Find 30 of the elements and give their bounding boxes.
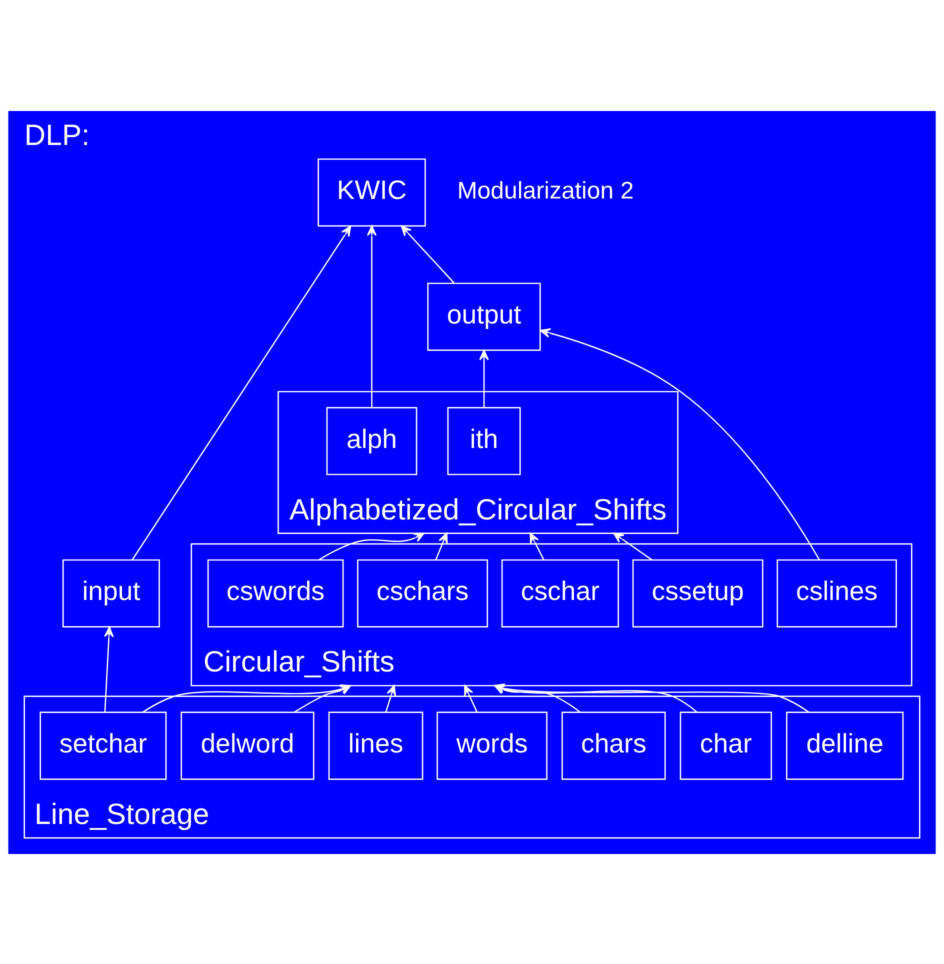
node-box: output: [427, 282, 541, 350]
node-box: setchar: [40, 711, 167, 780]
arrow: [540, 328, 820, 560]
diagram-title: DLP:: [24, 118, 90, 152]
arrow: [318, 532, 425, 560]
node-box: char: [680, 711, 772, 780]
arrow: [366, 224, 377, 408]
label: Modularization 2: [457, 176, 634, 204]
node-box: cschar: [501, 558, 619, 627]
arrow: [435, 532, 448, 560]
node-box: ith: [447, 406, 521, 475]
arrow: [479, 349, 489, 407]
node-box: cslines: [776, 558, 897, 627]
node-box: KWIC: [318, 158, 426, 226]
node-box: cssetup: [632, 558, 764, 627]
arrow: [132, 225, 352, 560]
arrow: [400, 224, 454, 283]
arrow: [104, 626, 114, 712]
node-box: cschars: [357, 558, 488, 627]
node-box: chars: [562, 711, 666, 780]
node-box: lines: [328, 711, 424, 780]
node-box: delline: [786, 711, 904, 780]
node-box: delword: [180, 711, 314, 780]
arrow: [530, 532, 544, 560]
node-box: cswords: [207, 558, 344, 627]
node-box: words: [436, 711, 548, 780]
node-box: input: [62, 558, 160, 627]
node-box: alph: [326, 406, 418, 475]
arrow: [464, 684, 478, 712]
arrow: [385, 684, 396, 712]
